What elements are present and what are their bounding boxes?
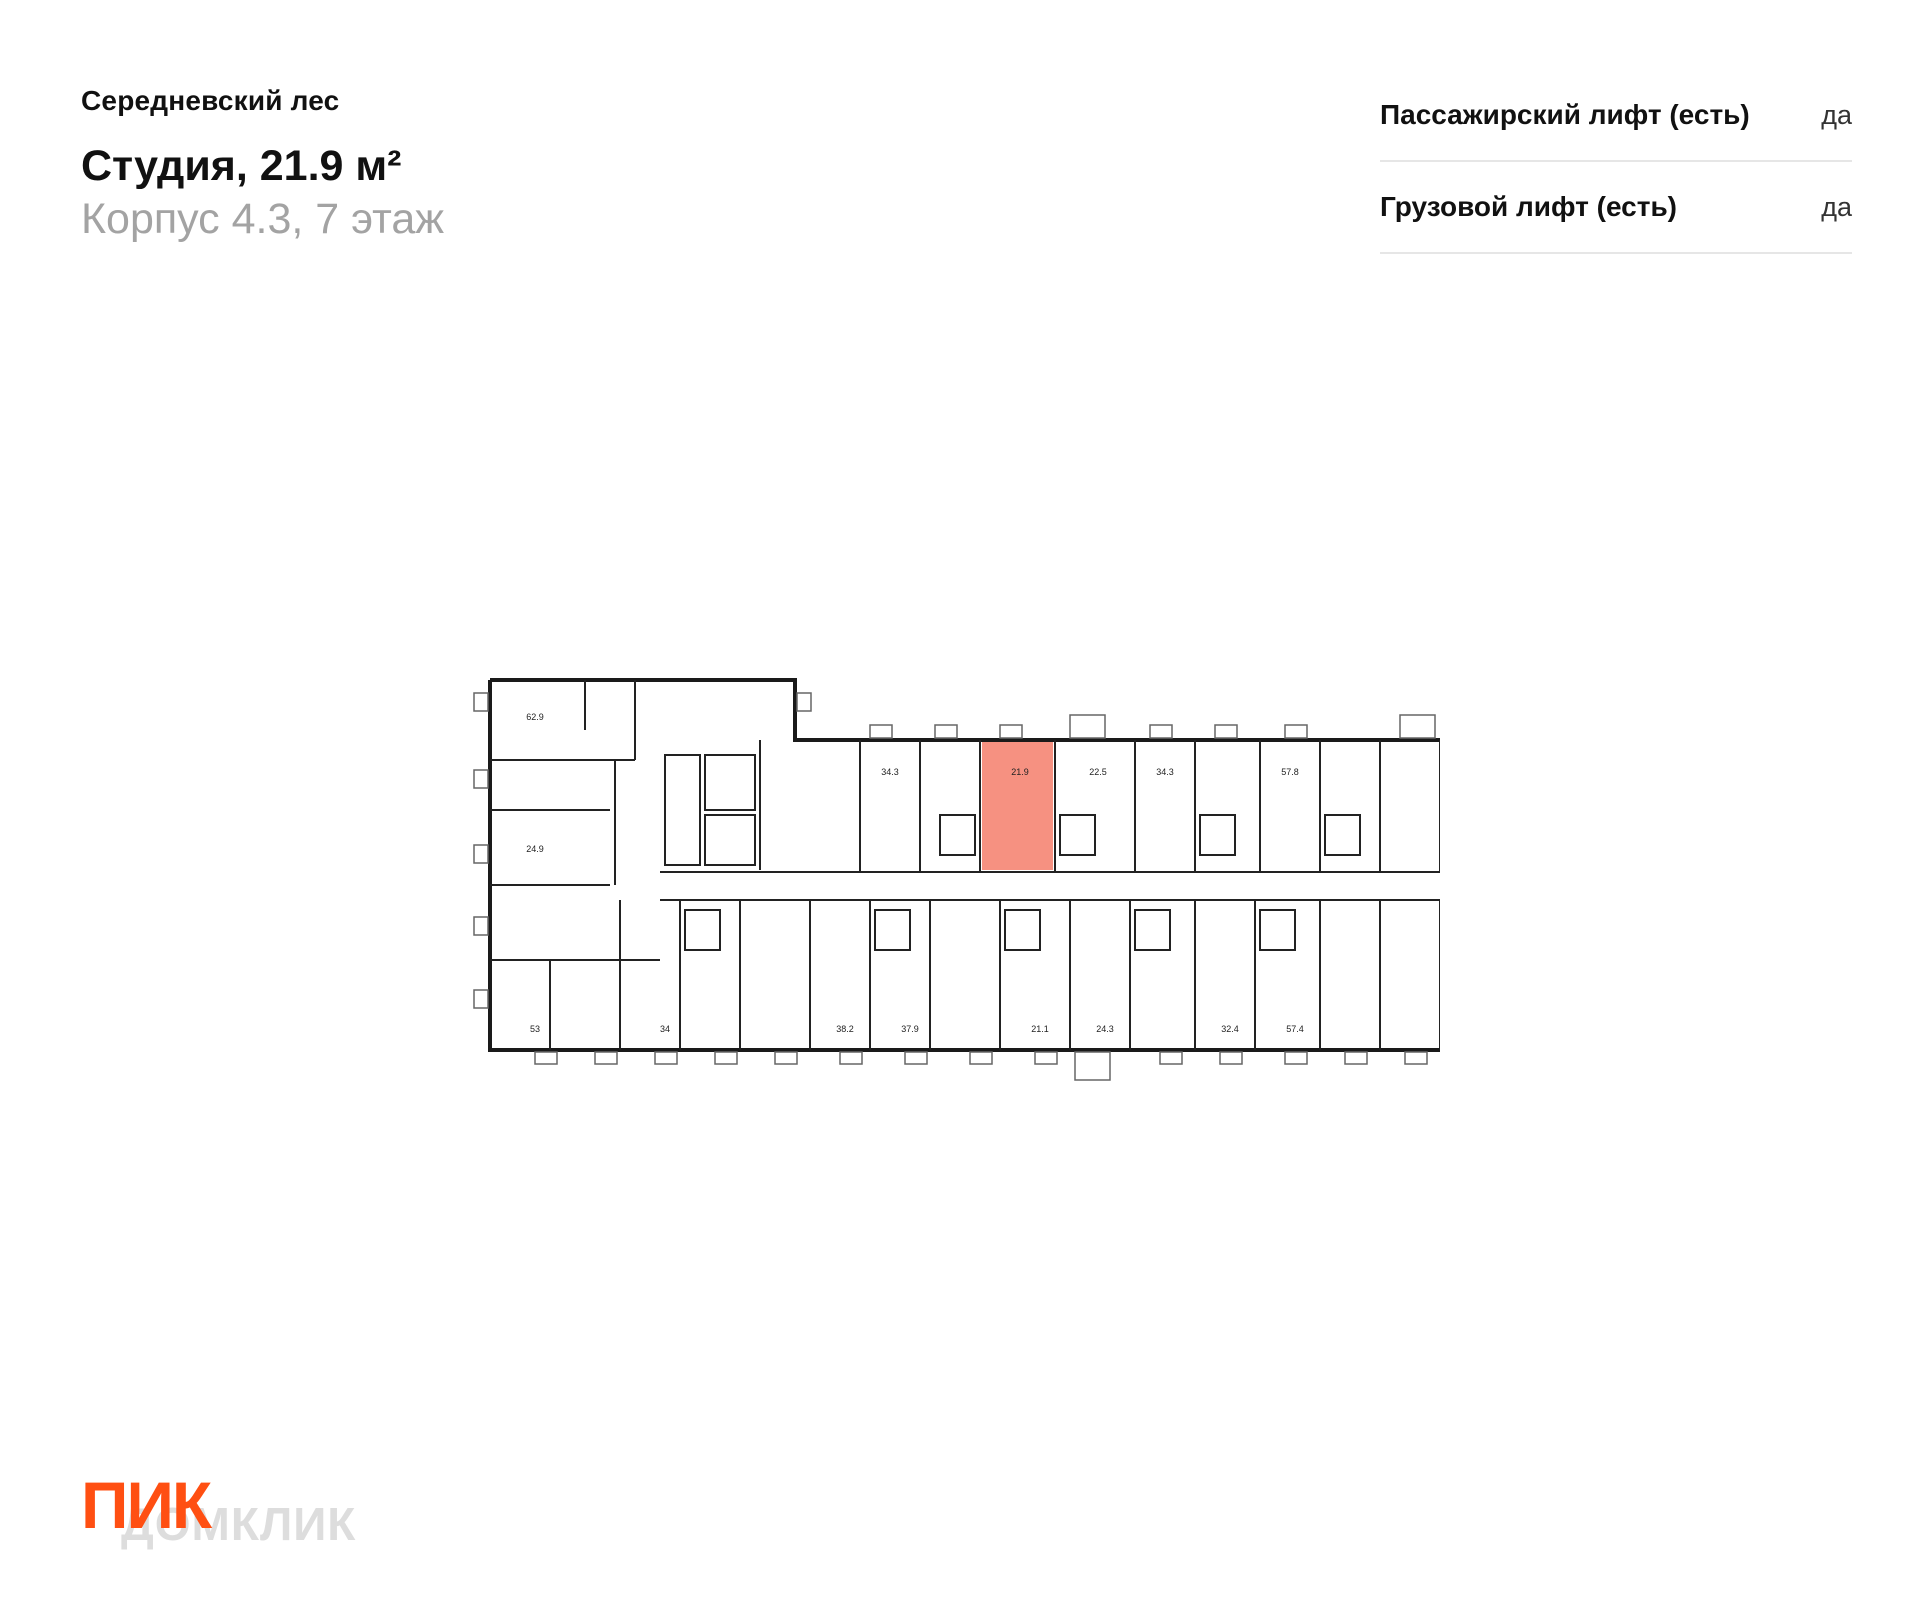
- apartment-area-label: 37.9: [901, 1024, 919, 1034]
- feature-label: Грузовой лифт (есть): [1380, 191, 1677, 222]
- apartment-area-label: 24.3: [1096, 1024, 1114, 1034]
- apartment-area-label: 38.2: [836, 1024, 854, 1034]
- apartment-area-label: 22.5: [1089, 767, 1107, 777]
- brand-text: ПИК: [81, 1470, 213, 1542]
- feature-value: да: [1821, 191, 1852, 222]
- building-floor-subtitle: Корпус 4.3, 7 этаж: [81, 195, 445, 243]
- apartment-area-label: 57.4: [1286, 1024, 1304, 1034]
- feature-row-passenger-lift: Пассажирский лифт (есть) да: [1380, 70, 1852, 162]
- features-list: Пассажирский лифт (есть) да Грузовой лиф…: [1380, 70, 1852, 254]
- apartment-area-label: 34.3: [1156, 767, 1174, 777]
- apartment-area-label: 62.9: [526, 712, 544, 722]
- apartment-area-label: 57.8: [1281, 767, 1299, 777]
- apartment-area-label: 53: [530, 1024, 540, 1034]
- feature-value: да: [1821, 99, 1852, 130]
- feature-row-freight-lift: Грузовой лифт (есть) да: [1380, 162, 1852, 254]
- apartment-area-label: 34.3: [881, 767, 899, 777]
- page-title: Студия, 21.9 м²: [81, 142, 402, 190]
- apartment-area-label: 21.1: [1031, 1024, 1049, 1034]
- highlighted-apartment: [982, 742, 1053, 870]
- apartment-area-label: 34: [660, 1024, 670, 1034]
- apartment-area-label: 24.9: [526, 844, 544, 854]
- complex-name: Середневский лес: [81, 85, 340, 116]
- brand-logo: ДОМКЛИК ПИК: [81, 1470, 461, 1560]
- apartment-area-label: 21.9: [1011, 767, 1029, 777]
- feature-label: Пассажирский лифт (есть): [1380, 99, 1750, 130]
- floor-plan: 62.9 24.9 53 34 38.2 37.9 21.1 24.3 32.4…: [460, 655, 1440, 1095]
- apartment-area-label: 32.4: [1221, 1024, 1239, 1034]
- watermark-text: ДОМКЛИК: [121, 1498, 356, 1550]
